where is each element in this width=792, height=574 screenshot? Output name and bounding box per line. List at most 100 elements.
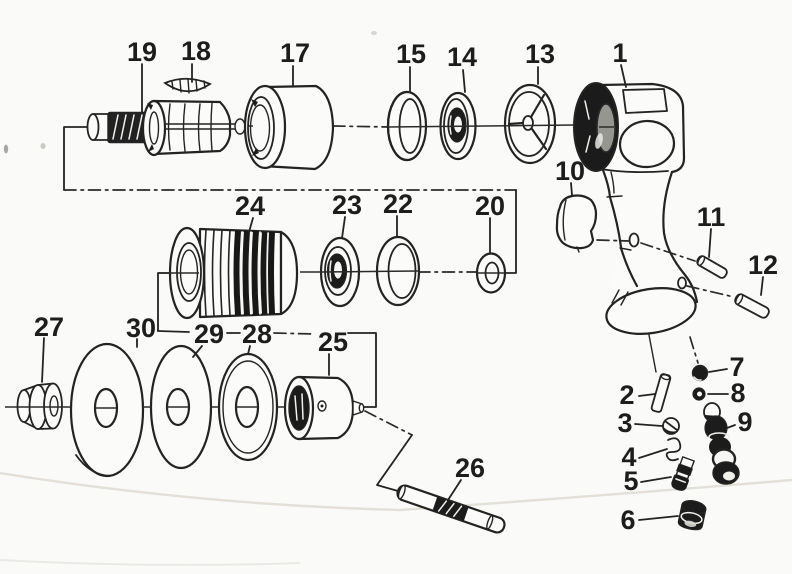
part-label-4: 4 — [621, 442, 636, 472]
part-24-clutch-housing — [168, 226, 299, 320]
grip-end — [605, 287, 697, 335]
axis-25-26 — [364, 410, 413, 436]
leader-2 — [638, 393, 656, 397]
body-bottom-edge — [600, 168, 669, 174]
rotor-vane-blade — [163, 77, 212, 94]
part-label-19: 19 — [127, 37, 157, 67]
part-11-pin — [696, 255, 728, 279]
part-label-28: 28 — [242, 319, 272, 349]
part-7-ball — [691, 364, 709, 382]
part-label-2: 2 — [619, 380, 634, 410]
trigger-pivot-hole — [628, 232, 640, 248]
part-label-15: 15 — [396, 39, 426, 69]
part-30-backing-disc — [69, 342, 145, 478]
leader-4 — [638, 448, 668, 459]
part-label-23: 23 — [332, 190, 362, 220]
handle-left-edge-upper — [601, 168, 612, 199]
part-label-14: 14 — [447, 42, 477, 72]
leader-26 — [447, 479, 462, 501]
cylinder-notch-bottom — [252, 148, 259, 156]
leader-23 — [341, 216, 346, 239]
part-label-26: 26 — [455, 453, 485, 483]
part-label-3: 3 — [617, 408, 632, 438]
body-right-edge — [670, 104, 686, 174]
part-18-rotor — [141, 77, 253, 157]
part-label-29: 29 — [194, 319, 224, 349]
part-20-o-ring — [475, 252, 507, 294]
leader-14 — [462, 69, 466, 93]
leader-29 — [192, 345, 203, 358]
part-label-20: 20 — [475, 191, 505, 221]
part-label-18: 18 — [181, 36, 211, 66]
part-label-25: 25 — [318, 327, 348, 357]
label-line-row3-c — [273, 332, 316, 335]
body-top-panel — [622, 88, 668, 114]
part-label-27: 27 — [34, 312, 64, 342]
axis-17-15 — [332, 125, 391, 128]
part-label-12: 12 — [748, 250, 778, 280]
part-label-10: 10 — [555, 156, 585, 186]
part-10-trigger-lever — [555, 194, 598, 253]
leader-27 — [41, 337, 45, 383]
body-silhouette — [596, 84, 697, 332]
leader-6 — [638, 515, 679, 521]
part-label-22: 22 — [383, 189, 413, 219]
bracket-row1-left — [63, 126, 89, 191]
trigger-pin-centerline — [596, 239, 735, 298]
leader-11 — [708, 228, 712, 258]
scan-artifacts — [0, 31, 792, 566]
leader-9 — [726, 424, 736, 429]
leader-12 — [760, 276, 764, 296]
part-label-17: 17 — [280, 38, 310, 68]
part-label-9: 9 — [737, 407, 752, 437]
part-15-ring — [386, 90, 428, 162]
cylinder-notch-top — [251, 99, 258, 107]
part-label-13: 13 — [525, 39, 555, 69]
leader-lines — [41, 63, 764, 521]
part-1-tool-body — [573, 82, 699, 335]
body-front-ring — [573, 82, 619, 172]
body-top-edge — [598, 82, 685, 108]
part-12-pin — [734, 293, 770, 319]
part-label-1: 1 — [612, 38, 627, 68]
lower-pin-hole — [677, 276, 687, 290]
part-26-threaded-rod — [396, 484, 506, 534]
rotor-slot-top — [147, 103, 153, 110]
leader-3 — [634, 423, 663, 427]
part-19-threaded-spindle — [86, 111, 153, 144]
part-9-valve-assembly — [703, 402, 740, 485]
leader-10 — [570, 182, 573, 196]
valve-feed-lines — [648, 334, 699, 373]
part-2-valve-pin — [650, 373, 672, 413]
part-label-5: 5 — [623, 466, 638, 496]
part-number-labels: 1234567891011121314151718192022232425262… — [34, 36, 778, 535]
handle-left-edge-lower — [619, 246, 639, 288]
leader-24 — [248, 217, 254, 233]
bracket-row3-right — [347, 332, 377, 408]
part-label-6: 6 — [620, 505, 635, 535]
axis-overlays — [16, 124, 614, 409]
part-13-end-plate — [503, 83, 557, 165]
part-8-o-ring-small — [692, 387, 706, 401]
rotor-slot-bottom — [148, 144, 154, 152]
part-label-7: 7 — [729, 352, 744, 382]
handle-left-edge-mid — [608, 195, 623, 249]
part-label-24: 24 — [235, 191, 265, 221]
part-17-cylinder — [243, 84, 335, 171]
body-side-opening — [618, 119, 676, 169]
part-5-valve-stem — [671, 456, 696, 491]
zigzag-26 — [376, 434, 413, 492]
part-3-valve-seat — [662, 417, 680, 435]
leader-1 — [620, 64, 627, 88]
part-label-8: 8 — [730, 378, 745, 408]
leader-28 — [247, 345, 251, 355]
part-4-spring — [665, 437, 682, 462]
part-label-30: 30 — [126, 313, 156, 343]
leader-7 — [708, 368, 728, 373]
part-25-pad-hub — [283, 375, 365, 441]
leader-5 — [640, 476, 672, 483]
bracket-row2-right — [502, 189, 517, 274]
part-6-air-inlet-bushing — [677, 500, 707, 531]
label-line-row3-a — [157, 330, 190, 333]
